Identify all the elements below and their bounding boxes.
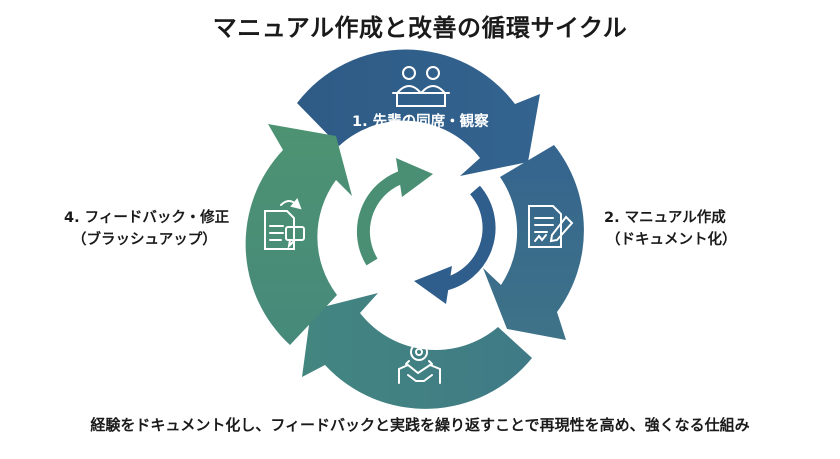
center-arrow-green-head: [396, 158, 433, 197]
diagram-title: マニュアル作成と改善の循環サイクル: [212, 14, 628, 42]
step-4-label: 4. フィードバック・修正 （ブラッシュアップ）: [64, 207, 229, 251]
step-2-label: 2. マニュアル作成 （ドキュメント化）: [604, 207, 737, 251]
handshake-gear-icon: [398, 336, 441, 384]
center-arrow-green: [356, 169, 408, 266]
step-1-title: 1. 先輩の同席・観察: [352, 114, 489, 130]
cycle-segment-2: [483, 145, 584, 340]
center-cycle-arrows: [356, 158, 496, 304]
center-arrow-blue: [439, 185, 496, 292]
step-4-title: 4. フィードバック・修正: [64, 210, 230, 226]
step-4-subtitle: （ブラッシュアップ）: [72, 232, 217, 248]
center-arrow-blue-head: [414, 266, 452, 304]
document-edit-icon: [528, 205, 574, 248]
feedback-document-icon: [264, 198, 305, 250]
people-at-desk-icon: [392, 66, 450, 107]
diagram-caption: 経験をドキュメント化し、フィードバックと実践を繰り返すことで再現性を高め、強くな…: [90, 416, 750, 434]
step-2-subtitle: （ドキュメント化）: [606, 232, 737, 248]
step-1-label: 1. 先輩の同席・観察: [352, 111, 489, 133]
cycle-segment-1: [297, 49, 540, 176]
step-2-title: 2. マニュアル作成: [604, 210, 726, 226]
cycle-segment-4: [245, 124, 352, 345]
